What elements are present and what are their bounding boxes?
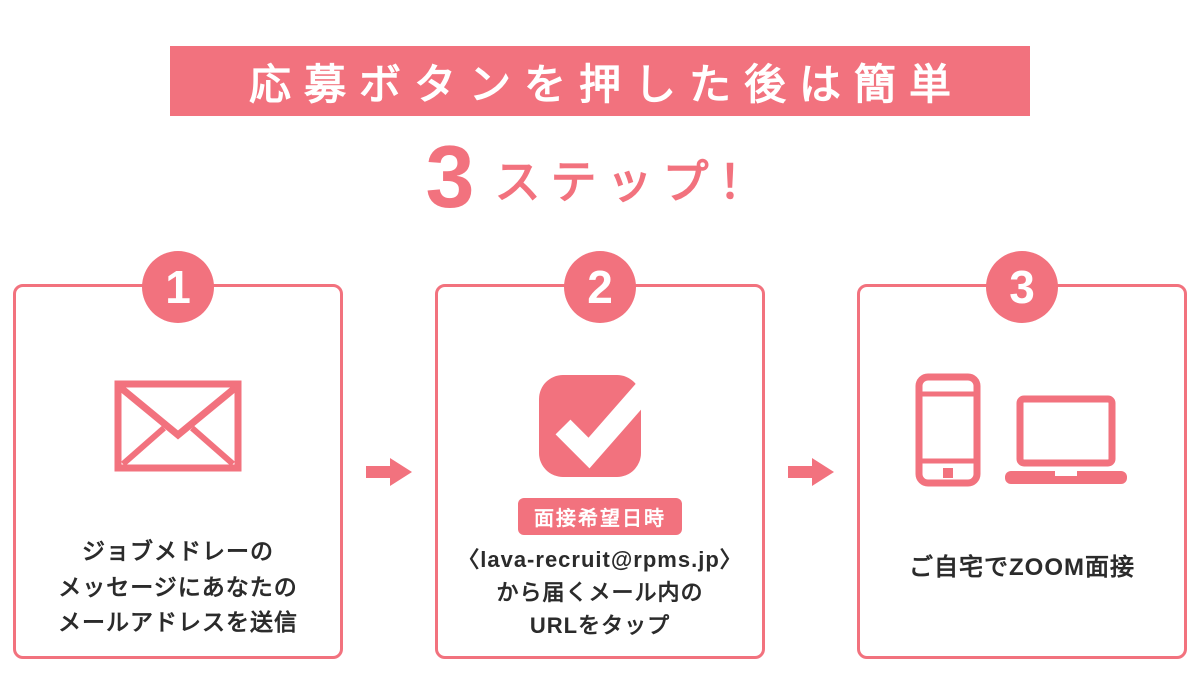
step-2-body: 面接希望日時 〈lava-recruit@rpms.jp〉 から届くメール内の …: [438, 287, 762, 656]
arrow-icon-svg: [366, 457, 412, 486]
step-3-number: 3: [1009, 261, 1035, 313]
step-3-number-badge: 3: [986, 251, 1058, 323]
envelope-icon-svg: [114, 380, 242, 472]
step-1-line-2: メッセージにあなたの: [58, 573, 298, 600]
step-1-line-1: ジョブメドレーの: [82, 538, 274, 564]
step-2-number-badge: 2: [564, 251, 636, 323]
checkmark-icon-svg: [539, 364, 669, 477]
step-1-number: 1: [165, 261, 191, 313]
step-card-1: 1 ジョブメドレーの メッセージにあなたの メールアドレスを送信: [13, 251, 343, 659]
step-1-body: ジョブメドレーの メッセージにあなたの メールアドレスを送信: [16, 287, 340, 656]
header-title: 応募ボタンを押した後は簡単: [248, 60, 964, 108]
arrow-icon-svg: [788, 457, 834, 486]
smartphone-icon: [915, 373, 981, 487]
step-2-line-1: 〈lava-recruit@rpms.jp〉: [457, 547, 743, 572]
step-3-text: ご自宅でZOOM面接: [909, 549, 1135, 586]
step-2-text: 〈lava-recruit@rpms.jp〉 から届くメール内の URLをタップ: [457, 543, 743, 642]
step-card-3: 3 ご自宅でZOOM面接: [857, 251, 1187, 659]
subtitle-label: ステップ！: [494, 156, 775, 208]
step-1-number-badge: 1: [142, 251, 214, 323]
infographic-page: 応募ボタンを押した後は簡単 3 ステップ！ 1 ジョブ: [0, 46, 1200, 675]
step-1-line-3: メールアドレスを送信: [58, 609, 298, 636]
step-3-body: ご自宅でZOOM面接: [860, 287, 1184, 656]
subtitle: 3 ステップ！: [0, 122, 1200, 232]
step-2-number: 2: [587, 261, 613, 313]
header-banner: 応募ボタンを押した後は簡単: [170, 46, 1030, 116]
step-3-line-1: ご自宅でZOOM面接: [909, 554, 1135, 581]
step-2-line-2: から届くメール内の: [496, 580, 704, 605]
laptop-icon: [1005, 395, 1127, 484]
subtitle-number: 3: [425, 127, 475, 226]
step-1-text: ジョブメドレーの メッセージにあなたの メールアドレスを送信: [58, 534, 298, 641]
arrow-icon: [343, 452, 435, 492]
step-card-2: 2 面接希望日時 〈lava-recruit@rpms.jp〉 から届くメール内…: [435, 251, 765, 659]
checkmark-icon: [533, 353, 669, 484]
step-2-line-3: URLをタップ: [529, 613, 671, 638]
interview-datetime-badge: 面接希望日時: [518, 498, 682, 535]
arrow-icon: [765, 452, 857, 492]
smartphone-laptop-icons: [915, 373, 1129, 487]
steps-row: 1 ジョブメドレーの メッセージにあなたの メールアドレスを送信: [0, 251, 1200, 659]
envelope-icon: [113, 379, 243, 478]
